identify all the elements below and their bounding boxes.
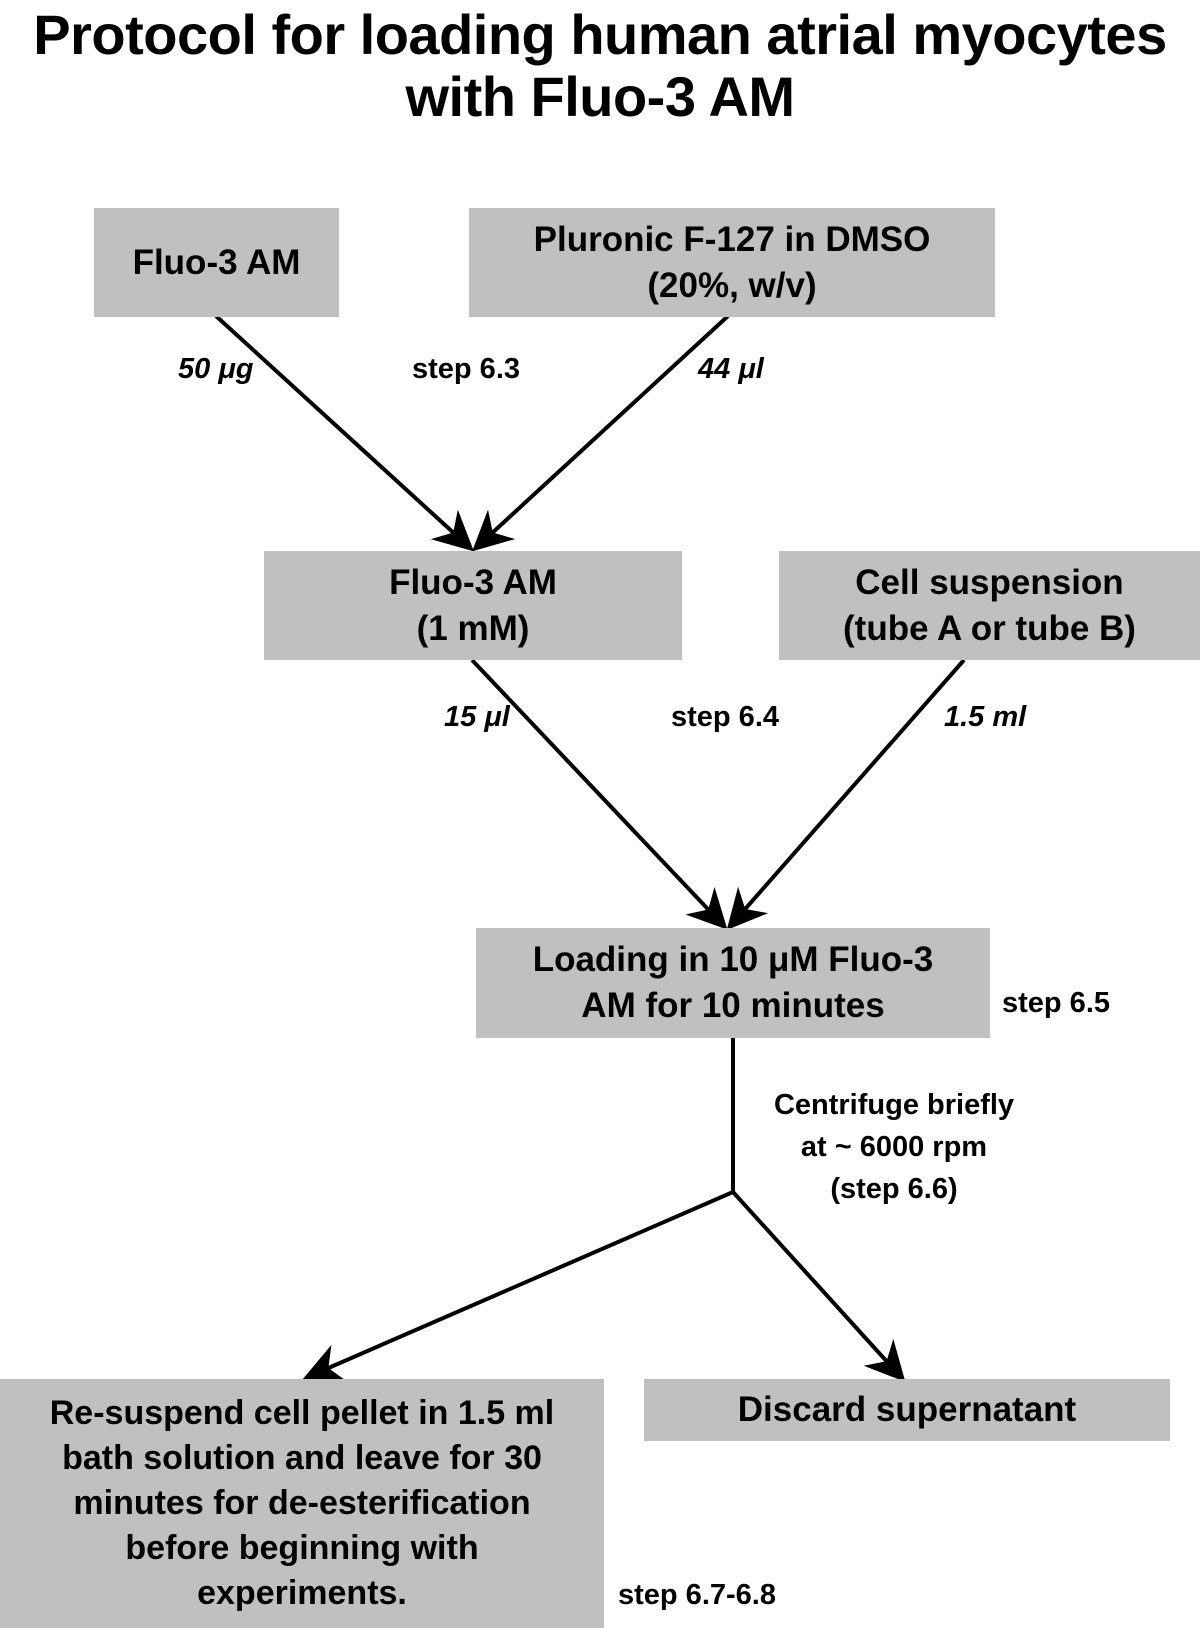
- arrow-to-discard: [731, 1190, 906, 1382]
- node-cell-suspension: Cell suspension (tube A or tube B): [779, 551, 1200, 660]
- label-centrifuge: Centrifuge briefly at ~ 6000 rpm (step 6…: [773, 1089, 1015, 1205]
- arrow-stock-to-loading: [470, 658, 728, 930]
- label-amount-pluronic: 44 μl: [698, 353, 764, 385]
- label-amount-fluo3-1mm: 15 μl: [444, 701, 510, 733]
- label-step-6-7-6-8: step 6.7-6.8: [618, 1579, 776, 1611]
- label-amount-fluo3: 50 μg: [178, 353, 254, 385]
- node-fluo3: Fluo-3 AM: [94, 208, 339, 317]
- arrow-cells-to-loading: [726, 658, 966, 931]
- arrow-pluronic-to-stock: [472, 314, 730, 552]
- arrow-to-resuspend: [302, 1190, 734, 1382]
- label-amount-cells: 1.5 ml: [944, 701, 1027, 733]
- diagram-title: Protocol for loading human atrial myocyt…: [33, 3, 1167, 128]
- label-step-6-5: step 6.5: [1002, 987, 1110, 1019]
- node-resuspend: Re-suspend cell pellet in 1.5 ml bath so…: [0, 1379, 604, 1628]
- node-loading: Loading in 10 μM Fluo-3 AM for 10 minute…: [476, 928, 990, 1038]
- label-step-6-3: step 6.3: [412, 353, 520, 385]
- arrow-fluo3-to-stock: [214, 314, 474, 552]
- node-discard: Discard supernatant: [644, 1379, 1170, 1441]
- node-fluo3-1mm: Fluo-3 AM (1 mM): [264, 551, 682, 660]
- label-step-6-4: step 6.4: [671, 701, 779, 733]
- node-pluronic: Pluronic F-127 in DMSO (20%, w/v): [469, 208, 995, 317]
